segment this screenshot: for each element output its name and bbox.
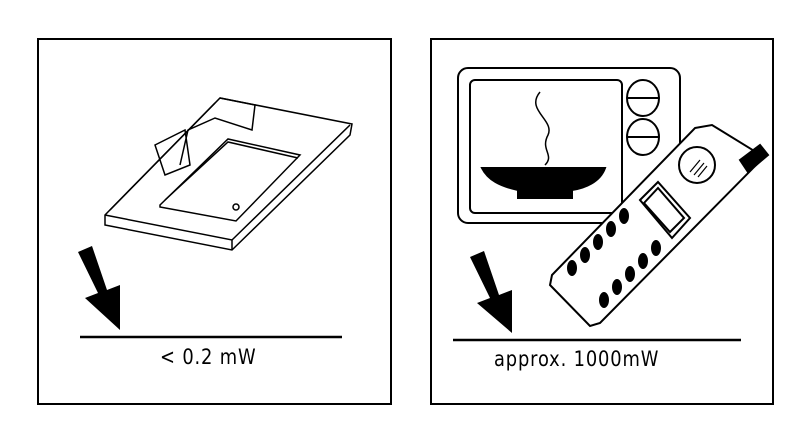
microwave-icon xyxy=(457,67,681,224)
left-down-arrow-icon xyxy=(78,246,120,330)
left-power-label: < 0.2 mW xyxy=(160,345,257,369)
left-panel-frame xyxy=(37,38,392,405)
ceiling-device-icon xyxy=(104,97,353,251)
right-power-label: approx. 1000mW xyxy=(494,347,660,371)
mobile-phone-icon xyxy=(548,123,770,328)
right-panel-frame xyxy=(430,38,774,405)
right-down-arrow-icon xyxy=(470,251,512,333)
